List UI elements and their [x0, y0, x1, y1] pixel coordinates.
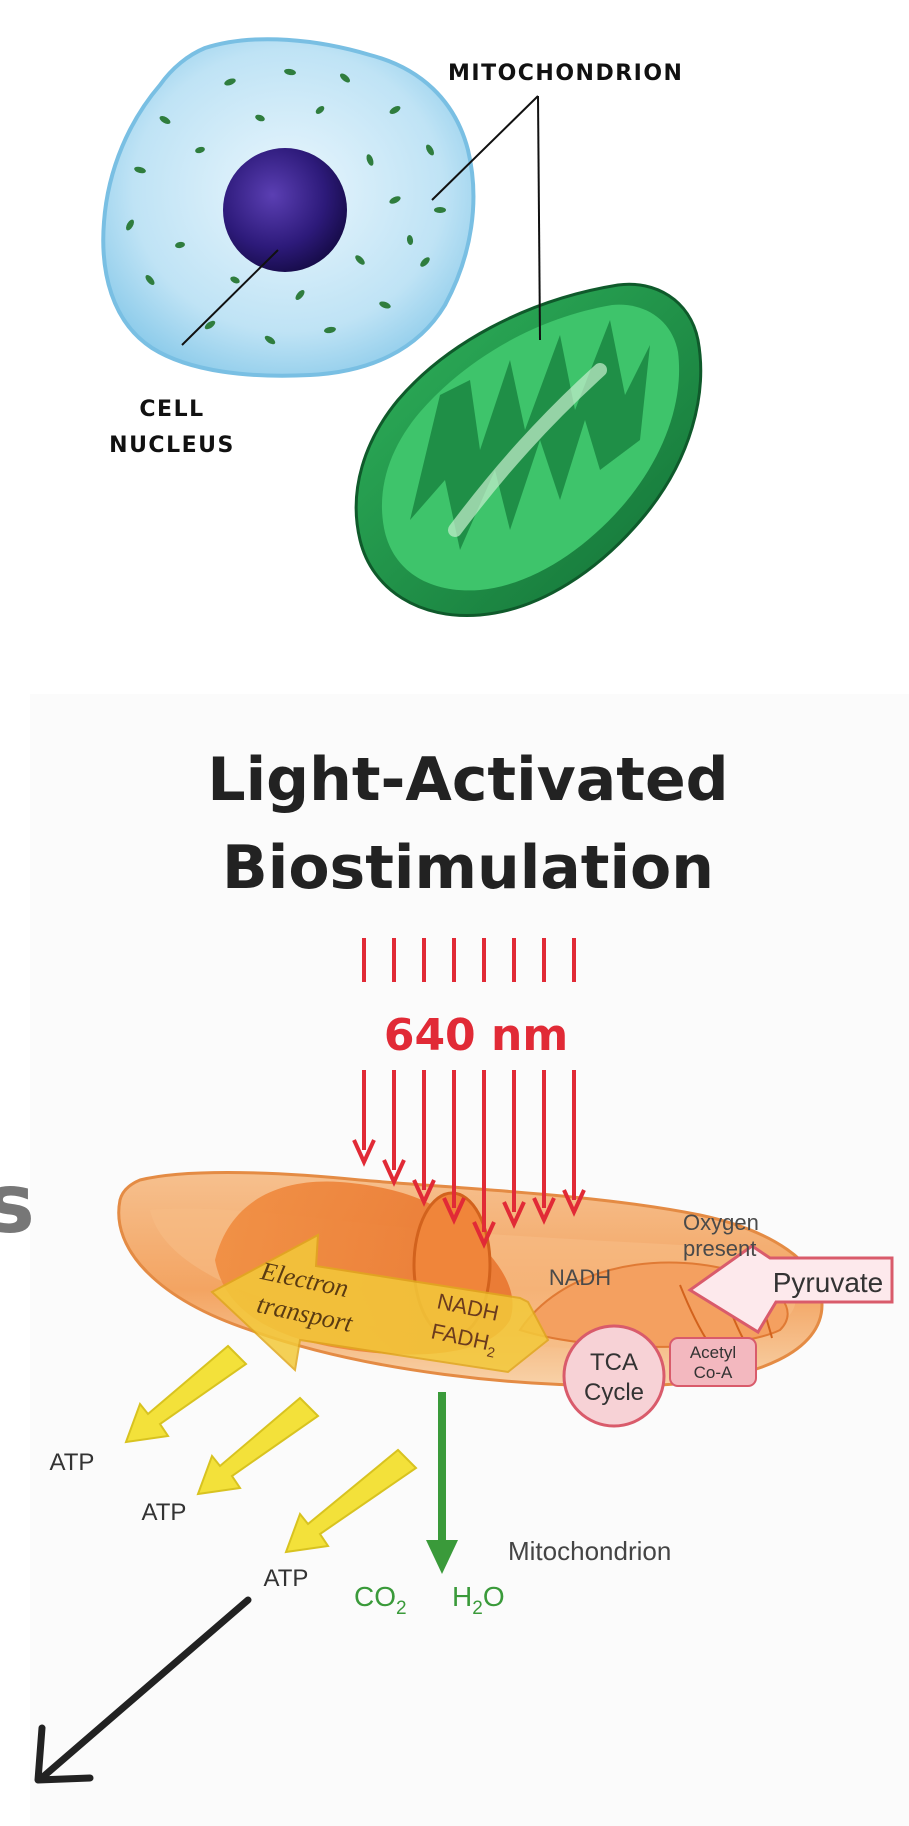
mitochondrion-3d: [354, 282, 703, 618]
top-callouts: MITOCHONDRION CELL NUCLEUS: [109, 61, 683, 458]
pyruvate-arrow: Pyruvate: [687, 1244, 894, 1335]
pointer-arrow-shaft: [40, 1596, 252, 1780]
mitochondrion-callout-line-2: [537, 95, 541, 341]
cell: [101, 37, 476, 378]
coa-label: Co-A: [694, 1363, 733, 1382]
co2-arrow-head: [426, 1540, 458, 1574]
cristae-highlight: [448, 363, 607, 537]
atp-label-1: ATP: [50, 1449, 95, 1476]
tca-circle: [562, 1324, 666, 1428]
electron-arrow-shape: [210, 1233, 550, 1374]
pyruvate-label: Pyruvate: [773, 1267, 884, 1298]
atp-arrow-2: [196, 1396, 320, 1496]
title-line-2: Biostimulation: [222, 833, 714, 903]
cell-nucleus: [223, 148, 347, 272]
atp-arrows: [124, 1344, 418, 1554]
pyruvate-arrow-shape: [687, 1244, 894, 1335]
acetyl-box: [669, 1337, 757, 1387]
atp-label-2: ATP: [142, 1499, 187, 1526]
mitochondrion-callout-line-1: [431, 95, 539, 201]
mitochondrion-label: Mitochondrion: [508, 1536, 671, 1566]
acetyl-label: Acetyl: [690, 1343, 736, 1362]
atp-arrow-3: [284, 1448, 418, 1554]
nucleus-callout-line: [181, 249, 279, 346]
atp-arrow-1: [124, 1344, 248, 1444]
co2-label: CO2: [354, 1581, 407, 1619]
h2o-label: H2O: [452, 1581, 505, 1619]
title-line-1: Light-Activated: [207, 745, 728, 815]
pointer-arrow-head: [34, 1724, 94, 1784]
oxygen-label: Oxygen: [683, 1210, 759, 1235]
cell-label: CELL: [139, 397, 204, 422]
mitochondrion-callout: MITOCHONDRION: [448, 61, 683, 86]
atp-label-3: ATP: [264, 1565, 309, 1592]
light-arrows: [352, 1070, 586, 1249]
cell-organelles: [126, 68, 446, 345]
tca-label: TCA: [590, 1349, 638, 1376]
cycle-label: Cycle: [584, 1379, 644, 1406]
pointer-arrow: [34, 1596, 252, 1784]
cropped-edge-text: s: [0, 1157, 35, 1252]
wavelength-label: 640 nm: [384, 1010, 568, 1061]
tca-cycle: TCA Cycle: [562, 1324, 666, 1428]
nadh-top-label: NADH: [549, 1265, 611, 1290]
electron-transport-arrow: Electron transport: [210, 1233, 550, 1374]
present-label: present: [683, 1236, 756, 1261]
co2-arrow: [426, 1392, 458, 1574]
light-ticks: [362, 938, 576, 982]
acetyl-coa: Acetyl Co-A: [669, 1337, 757, 1387]
nucleus-label: NUCLEUS: [109, 433, 235, 458]
